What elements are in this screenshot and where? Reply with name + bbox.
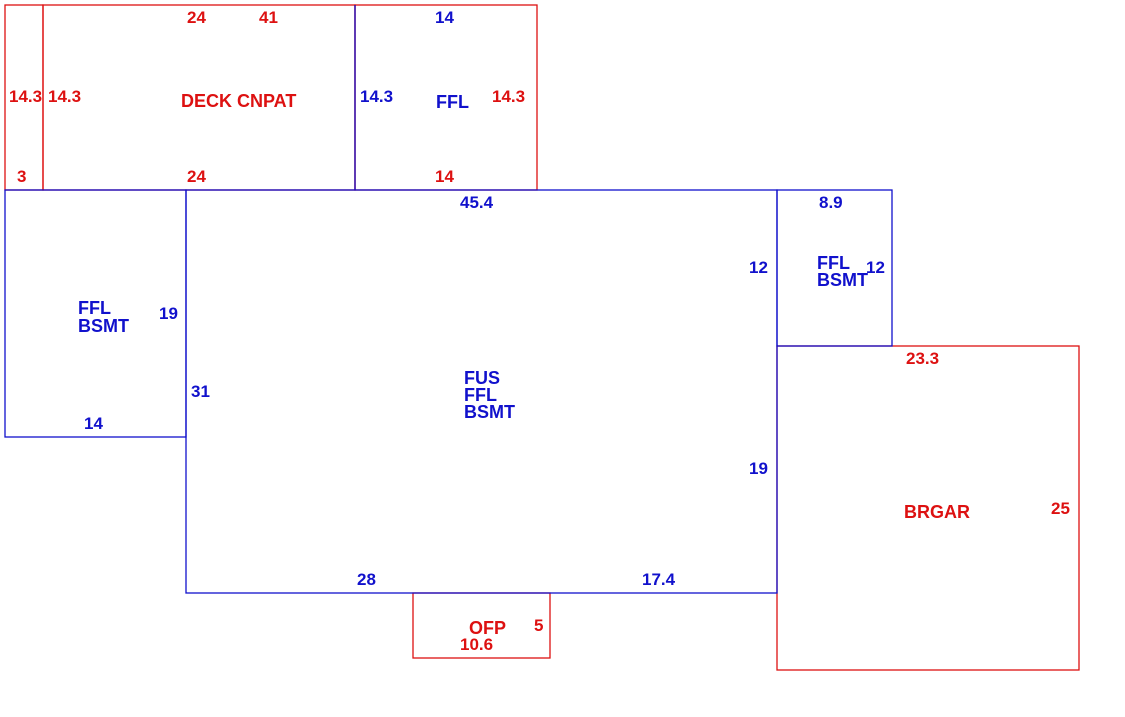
main-outline (185, 189, 778, 594)
ffl-top-left-dim: 14.3 (360, 87, 393, 106)
ffl-top-right-dim: 14.3 (492, 87, 525, 106)
east-outline (776, 189, 893, 347)
deck-left-dim: 14.3 (48, 87, 81, 106)
porch-label: OFP (469, 618, 506, 638)
main-label-line-2: FFL (464, 385, 497, 405)
ffl-top-bottom-dim: 14 (435, 167, 454, 186)
east-label-line-2: BSMT (817, 270, 868, 290)
primary-outlines (4, 189, 893, 594)
east-right-dim: 12 (866, 258, 885, 277)
garage-top-dim: 23.3 (906, 349, 939, 368)
deck-bottom-dim: 24 (187, 167, 206, 186)
main-label-line-1: FUS (464, 368, 500, 388)
east-top-dim: 8.9 (819, 193, 843, 212)
main-bottom-right-dim: 17.4 (642, 570, 676, 589)
strip-bottom-dim: 3 (17, 167, 26, 186)
main-left-dim: 31 (191, 382, 210, 401)
porch-right-dim: 5 (534, 616, 543, 635)
west-label-line-2: BSMT (78, 316, 129, 336)
east-label-line-1: FFL (817, 253, 850, 273)
main-right-upper-dim: 12 (749, 258, 768, 277)
deck-top-dim-b: 41 (259, 8, 278, 27)
garage-right-dim: 25 (1051, 499, 1070, 518)
main-bottom-left-dim: 28 (357, 570, 376, 589)
west-bottom-dim: 14 (84, 414, 103, 433)
strip-left-dim: 14.3 (9, 87, 42, 106)
ffl-top-label: FFL (436, 92, 469, 112)
garage-label: BRGAR (904, 502, 970, 522)
main-top-dim: 45.4 (460, 193, 494, 212)
deck-label: DECK CNPAT (181, 91, 296, 111)
porch-bottom-dim: 10.6 (460, 635, 493, 654)
deck-top-dim-a: 24 (187, 8, 206, 27)
secondary-outlines (4, 4, 1080, 671)
main-label-line-3: BSMT (464, 402, 515, 422)
main-right-lower-dim: 19 (749, 459, 768, 478)
ffl-top-top-dim: 14 (435, 8, 454, 27)
west-label-line-1: FFL (78, 298, 111, 318)
west-right-dim: 19 (159, 304, 178, 323)
